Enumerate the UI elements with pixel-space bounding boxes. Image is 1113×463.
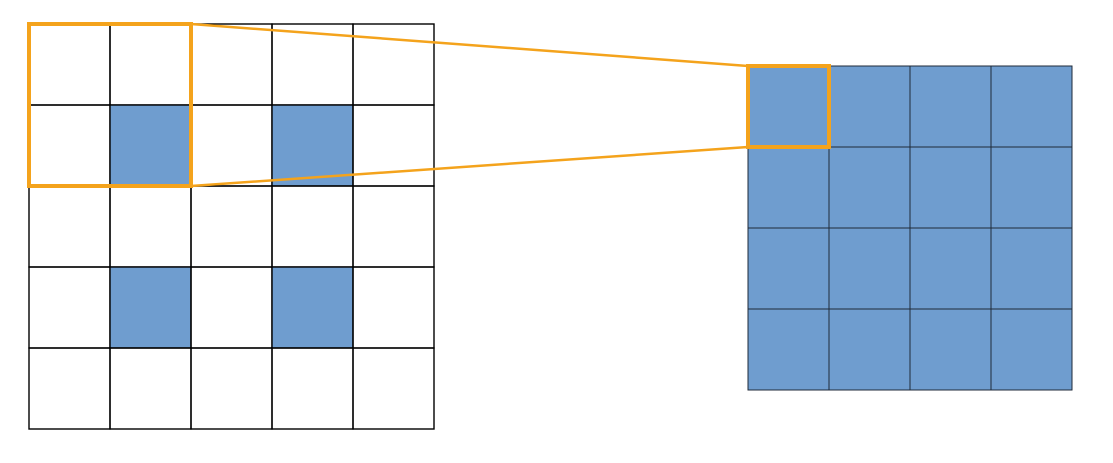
input-cell-filled: [109, 266, 192, 349]
output-cell: [990, 65, 1073, 148]
input-cell-filled: [271, 104, 354, 187]
output-cell: [828, 65, 911, 148]
output-cell-highlight: [746, 64, 831, 149]
output-cell: [828, 308, 911, 391]
output-cell: [747, 308, 830, 391]
output-cell: [909, 146, 992, 229]
highlight-boxes: [27, 22, 831, 188]
input-window-highlight: [27, 22, 193, 188]
output-grid: [747, 65, 1073, 391]
output-cell: [909, 65, 992, 148]
projection-line-bottom: [190, 145, 749, 188]
output-cell: [990, 308, 1073, 391]
input-grid: [28, 23, 435, 430]
output-cell: [828, 227, 911, 310]
output-cell: [990, 146, 1073, 229]
output-cell: [828, 146, 911, 229]
output-cell: [747, 146, 830, 229]
projection-line-top: [190, 22, 749, 68]
output-cell: [747, 65, 830, 148]
output-cell: [990, 227, 1073, 310]
output-cell: [909, 227, 992, 310]
input-cell: [352, 347, 435, 430]
output-cell: [909, 308, 992, 391]
projection-lines: [190, 22, 749, 188]
output-cell: [747, 227, 830, 310]
input-cell-filled: [109, 104, 192, 187]
input-cell-filled: [271, 266, 354, 349]
